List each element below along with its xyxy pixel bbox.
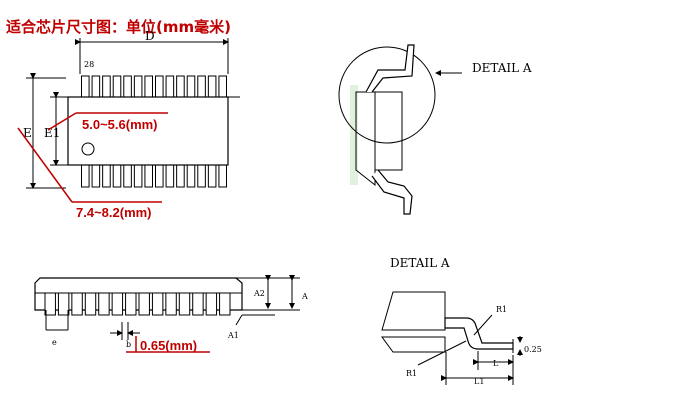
pin-lead xyxy=(133,75,143,98)
dim-l1-label: L1 xyxy=(474,377,484,386)
side-pin-lead xyxy=(151,292,164,316)
side-pin-lead xyxy=(219,292,231,316)
dim-d-label: D xyxy=(145,29,155,43)
pin-lead xyxy=(144,164,154,188)
side-view: e b 0.65(mm) A A2 A1 xyxy=(34,275,308,353)
side-pin-lead xyxy=(98,292,110,316)
side-pin-lead xyxy=(138,292,150,316)
pin-lead xyxy=(218,164,228,188)
side-pin-lead xyxy=(57,292,70,316)
pin-lead xyxy=(102,164,111,188)
side-pin-lead xyxy=(71,292,83,316)
dim-a1-label: A1 xyxy=(227,331,239,340)
pin-lead xyxy=(123,164,132,188)
side-pin-lead xyxy=(205,292,218,316)
pin-lead xyxy=(81,75,90,98)
dim-e-pitch-label: e xyxy=(52,338,57,347)
pin-lead xyxy=(176,75,185,98)
top-pins-lower xyxy=(81,164,228,188)
pin-lead xyxy=(155,164,164,188)
side-pin-lead xyxy=(178,292,191,316)
pin-lead xyxy=(144,75,154,98)
detail-ref-label: DETAIL A xyxy=(472,61,532,75)
dim-b-label: b xyxy=(126,340,131,349)
pitch-annotation: 0.65(mm) xyxy=(140,338,197,353)
pin-count-label: 28 xyxy=(84,60,94,69)
pin-lead xyxy=(218,75,228,98)
side-pin-lead xyxy=(125,292,137,316)
pin-lead xyxy=(91,164,101,188)
pin-lead xyxy=(102,75,111,98)
dim-c-label: 0.25 xyxy=(524,345,542,354)
pin-lead xyxy=(91,75,101,98)
e-range-annotation: 7.4~8.2(mm) xyxy=(76,205,152,220)
pin-lead xyxy=(207,164,217,188)
pin-lead xyxy=(155,75,164,98)
detail-ref-view: DETAIL A xyxy=(338,44,532,215)
pin-lead xyxy=(176,164,185,188)
pin-lead xyxy=(165,75,175,98)
pin-lead xyxy=(186,75,196,98)
side-pin-lead xyxy=(192,292,204,316)
diagram-title: 适合芯片尺寸图：单位(mm毫米) xyxy=(6,18,231,36)
side-pin-lead xyxy=(84,292,97,316)
pin1-mark xyxy=(81,142,95,156)
side-pin-lead xyxy=(111,292,124,316)
dim-e-label: E xyxy=(23,126,32,140)
side-pins xyxy=(44,292,231,316)
pin-lead xyxy=(123,75,132,98)
pin-lead xyxy=(197,164,206,188)
pin-lead xyxy=(165,164,175,188)
pin-lead xyxy=(133,164,143,188)
pin-lead xyxy=(207,75,217,98)
detail-title: DETAIL A xyxy=(390,256,450,270)
pin-lead xyxy=(112,164,122,188)
e1-range-annotation: 5.0~5.6(mm) xyxy=(82,117,158,132)
dim-l-label: L xyxy=(493,359,499,368)
package-body xyxy=(67,96,229,166)
side-pin-lead xyxy=(44,292,56,316)
pin-lead xyxy=(112,75,122,98)
pin-lead xyxy=(197,75,206,98)
side-pin-lead xyxy=(165,292,177,316)
r1-bottom-label: R1 xyxy=(406,369,417,378)
pin-lead xyxy=(81,164,90,188)
r1-top-label: R1 xyxy=(496,305,507,314)
dim-a-label: A xyxy=(301,292,308,301)
pin-lead xyxy=(186,164,196,188)
detail-view: DETAIL A R1 R1 0.25 L L1 xyxy=(381,256,542,386)
top-pins-upper xyxy=(81,75,228,98)
dim-a2-label: A2 xyxy=(253,289,265,298)
top-view: D 28 E E1 5.0~5.6(mm) 7.4~8.2(mm) xyxy=(17,29,240,220)
